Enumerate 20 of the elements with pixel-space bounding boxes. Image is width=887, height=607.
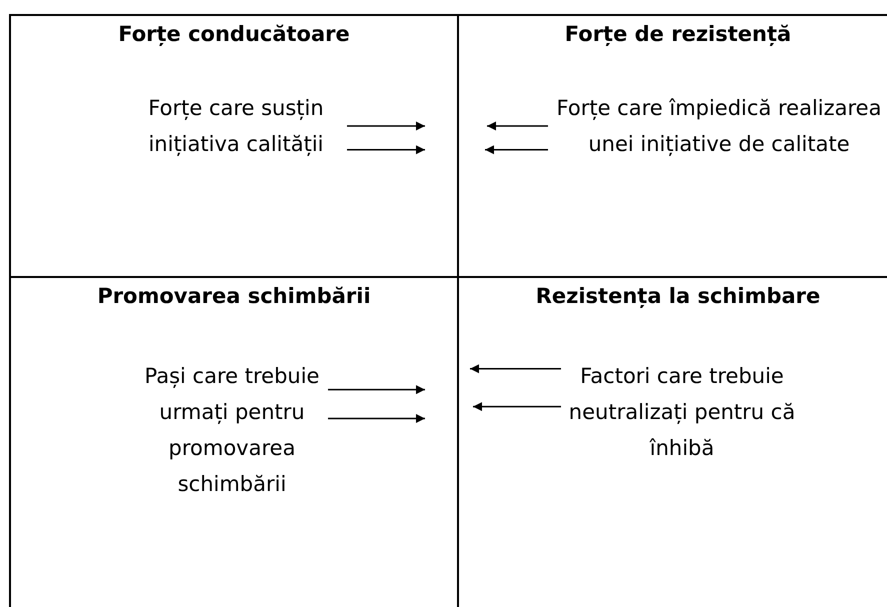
description-text: Forțe care împiedică realizarea unei inițiative de calitate [554,90,884,162]
arrow [328,385,425,394]
quadrant-panel [9,276,457,607]
quadrant-heading: Forțe conducătoare [118,22,350,46]
arrow [473,402,561,412]
arrow [487,122,548,130]
description-text: Factori care trebuie neutralizați pentru că înhibă [567,358,797,466]
quadrant-panel [457,276,887,607]
arrow [347,145,425,154]
quadrant-heading: Rezistența la schimbare [536,284,820,308]
arrow [485,145,548,154]
quadrant-panel [9,14,457,276]
arrow [347,122,425,130]
description-text: Forțe care susțin inițiativa calității [131,90,341,162]
description-text: Pași care trebuie urmați pentru promovarea schimbării [142,358,322,502]
quadrant-heading: Promovarea schimbării [97,284,371,308]
quadrant-heading: Forțe de rezistență [564,22,792,46]
arrow [470,364,561,374]
quadrant-panel [457,14,887,276]
arrow [328,414,425,423]
